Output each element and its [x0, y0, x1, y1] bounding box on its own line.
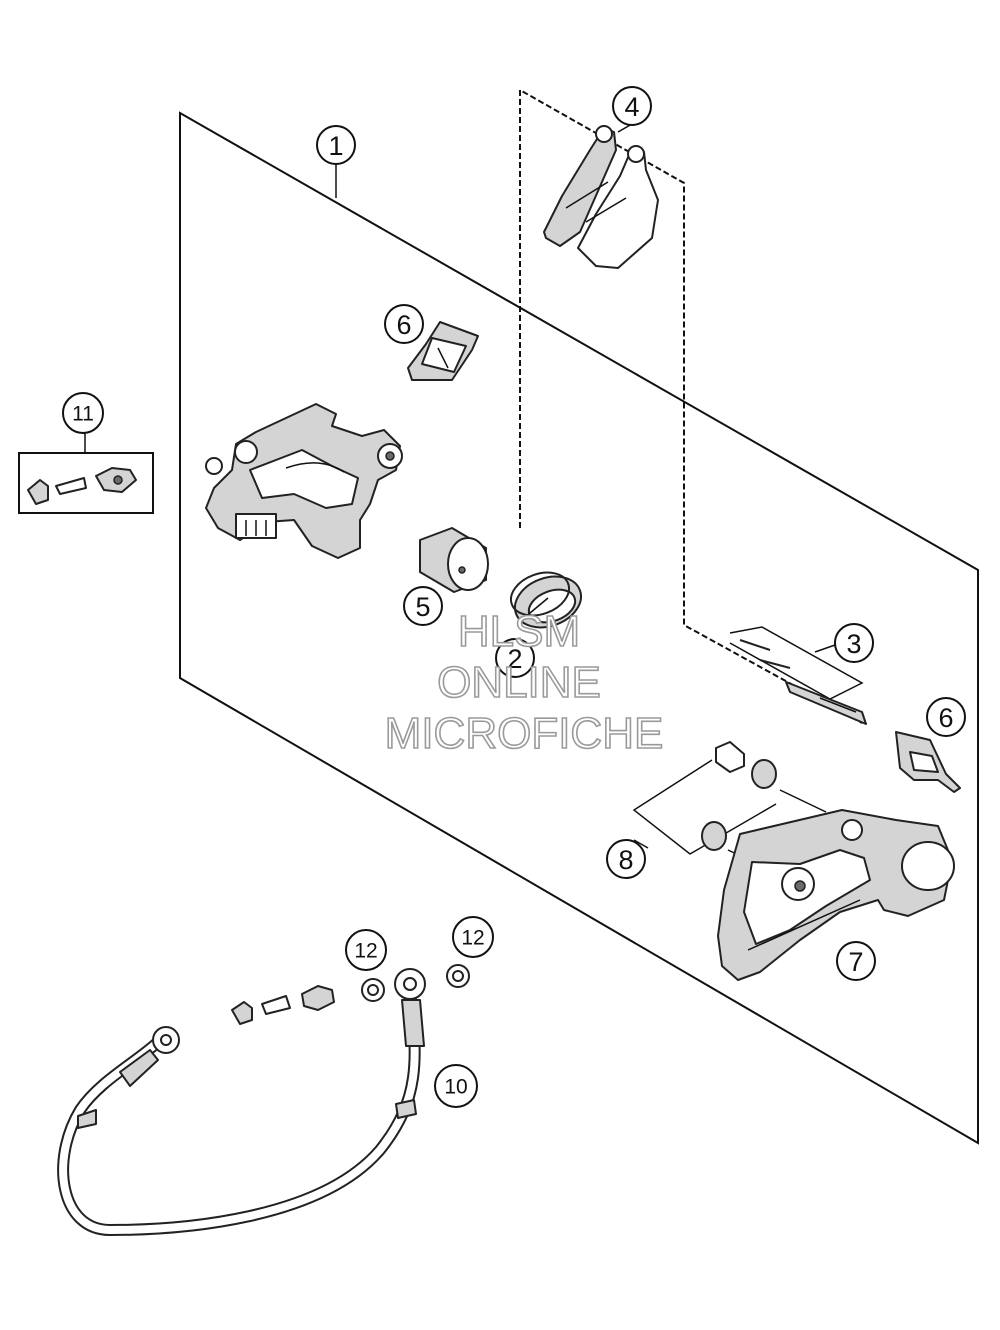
brake-pads: [543, 125, 659, 269]
watermark: HLSM ONLINE MICROFICHE: [384, 606, 664, 759]
piston: [419, 527, 489, 593]
banjo-washers: [231, 964, 470, 1025]
svg-text:12: 12: [354, 940, 377, 963]
leader-8: [633, 839, 649, 849]
svg-text:7: 7: [848, 947, 863, 977]
svg-text:ONLINE: ONLINE: [437, 658, 601, 707]
callout-4: 4: [612, 86, 652, 126]
svg-text:6: 6: [396, 310, 411, 340]
callout-12-left: 12: [345, 929, 387, 971]
callout-3: 3: [834, 623, 874, 663]
svg-text:11: 11: [72, 403, 94, 426]
callout-6-upper: 6: [384, 304, 424, 344]
pad-group-frame: [519, 88, 863, 724]
svg-text:3: 3: [846, 629, 861, 659]
caliper-support: [717, 809, 955, 981]
callout-7: 7: [836, 941, 876, 981]
svg-text:10: 10: [444, 1076, 467, 1099]
caliper-body: [205, 403, 403, 559]
svg-text:6: 6: [938, 703, 953, 733]
callout-12-right: 12: [452, 916, 494, 958]
svg-text:MICROFICHE: MICROFICHE: [385, 709, 664, 758]
svg-text:5: 5: [415, 592, 430, 622]
svg-text:12: 12: [461, 927, 484, 950]
pin-set: [729, 626, 867, 725]
svg-text:1: 1: [328, 131, 343, 161]
leader-3: [814, 644, 836, 653]
callout-10: 10: [434, 1064, 478, 1108]
svg-text:4: 4: [624, 92, 639, 122]
callout-5: 5: [403, 586, 443, 626]
svg-text:HLSM: HLSM: [458, 607, 580, 656]
leader-2: [523, 597, 549, 619]
callout-2: 2: [495, 638, 535, 678]
anti-rattle-spring-upper: [407, 321, 479, 381]
svg-text:2: 2: [507, 644, 522, 674]
anti-rattle-spring-lower: [895, 731, 961, 793]
assembly-frame: [179, 111, 979, 1145]
bleeder-kit: [27, 467, 137, 505]
callout-11: 11: [62, 392, 104, 434]
seal-kit: [509, 571, 582, 629]
callout-6-lower: 6: [926, 697, 966, 737]
kit-11-frame: [18, 452, 154, 514]
callout-1: 1: [316, 125, 356, 165]
callout-8: 8: [606, 839, 646, 879]
brake-hose: [57, 968, 426, 1237]
svg-text:8: 8: [618, 845, 633, 875]
